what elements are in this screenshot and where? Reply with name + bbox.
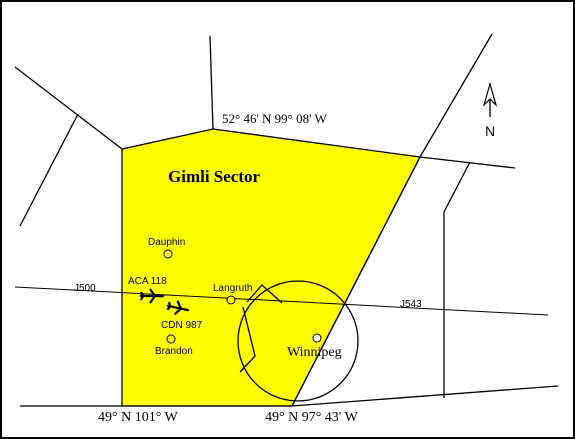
boundary-line-northeast xyxy=(419,33,493,158)
winnipeg-control-zone xyxy=(237,280,359,402)
brandon-marker[interactable] xyxy=(166,334,176,344)
airway-route-line xyxy=(14,286,549,316)
sector-title: Gimli Sector xyxy=(168,167,261,186)
aircraft-label-cdn: CDN 987 xyxy=(161,320,203,331)
airway-label-east: J543 xyxy=(400,299,422,310)
dauphin-label: Dauphin xyxy=(148,237,185,248)
dauphin-marker[interactable] xyxy=(163,249,173,259)
airway-label-west: J500 xyxy=(74,283,96,294)
boundary-line-northwest xyxy=(14,66,123,150)
boundary-line-north xyxy=(209,35,214,130)
control-zone-cutout xyxy=(239,306,256,373)
langruth-label: Langruth xyxy=(213,283,252,294)
winnipeg-label: Winnipeg xyxy=(287,345,342,360)
brandon-label: Brandon xyxy=(155,346,193,357)
aircraft-label-aca: ACA 118 xyxy=(128,276,167,287)
coord-southwest: 49° N 101° W xyxy=(98,410,179,425)
north-arrow-icon xyxy=(482,81,498,117)
winnipeg-marker[interactable] xyxy=(312,333,322,343)
coord-northwest: 52° 46' N 99° 08' W xyxy=(222,111,327,126)
north-arrow-label: N xyxy=(485,123,495,139)
coord-southeast: 49° N 97° 43' W xyxy=(265,410,359,425)
aircraft-cdn-987-icon[interactable] xyxy=(166,299,191,317)
boundary-line-far-east xyxy=(443,161,471,398)
boundary-line-west xyxy=(19,113,79,227)
langruth-notch xyxy=(246,284,283,304)
langruth-marker[interactable] xyxy=(226,295,236,305)
boundary-line-east xyxy=(419,156,516,169)
boundary-line-southeast xyxy=(291,385,559,407)
boundary-line-southeast-diagonal xyxy=(291,156,421,407)
aircraft-aca-118-icon[interactable] xyxy=(140,288,165,304)
